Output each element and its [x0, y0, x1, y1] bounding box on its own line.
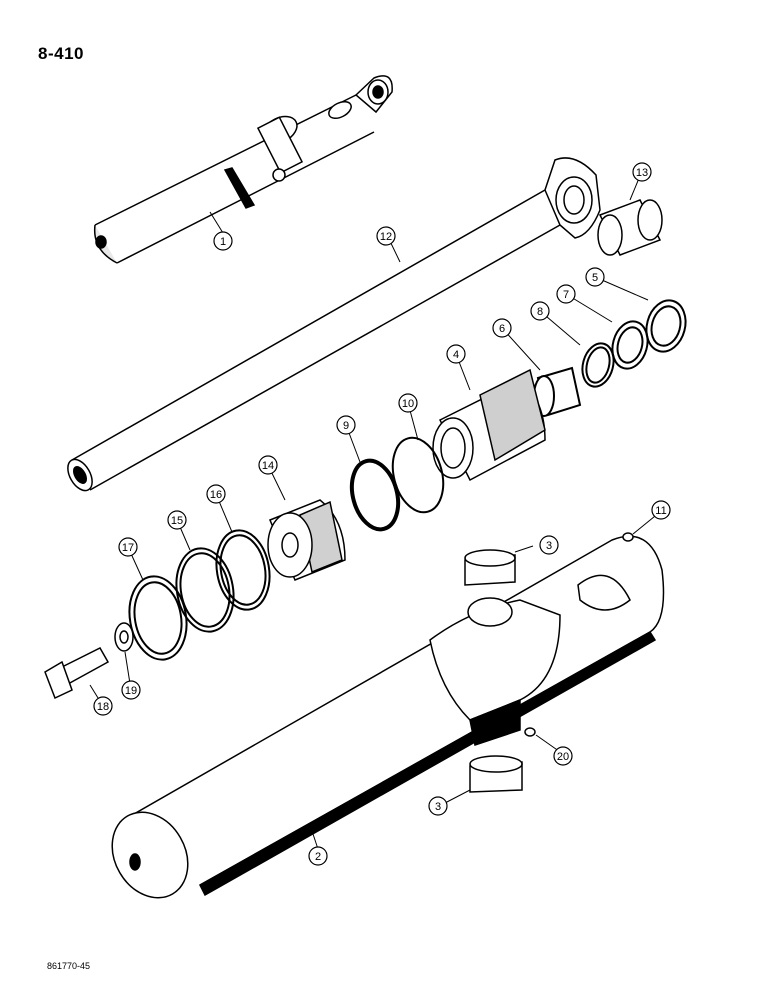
callout-label: 6 [499, 323, 505, 335]
callout-circle [93, 696, 113, 716]
callout-circle [632, 162, 652, 182]
callout-11: 11 [651, 500, 671, 520]
callout-label: 2 [315, 851, 321, 863]
callout-circle [553, 746, 573, 766]
callout-15: 15 [167, 510, 187, 530]
callout-circle [530, 301, 550, 321]
assembled-cylinder [93, 75, 393, 264]
callout-circle [539, 535, 559, 555]
callout-circle [118, 537, 138, 557]
callout-label: 11 [655, 505, 666, 517]
callout-16: 16 [206, 484, 226, 504]
callout-2: 2 [308, 846, 328, 866]
callout-circle [308, 846, 328, 866]
callout-circle [428, 796, 448, 816]
callout-label: 1 [220, 236, 226, 248]
callout-circle [258, 455, 278, 475]
callout-label: 18 [97, 701, 109, 713]
callouts: 1 12 13 5 7 8 6 4 10 9 14 16 15 17 3 11 … [93, 162, 671, 866]
barrel-bushings [464, 549, 523, 793]
callout-17: 17 [118, 537, 138, 557]
callout-circle [167, 510, 187, 530]
callout-circle [585, 267, 605, 287]
grease-fittings [524, 532, 634, 737]
callout-3-top: 3 [539, 535, 559, 555]
callout-label: 12 [380, 231, 392, 243]
callout-circle [206, 484, 226, 504]
piston [267, 499, 346, 581]
callout-18: 18 [93, 696, 113, 716]
callout-1: 1 [213, 231, 233, 251]
callout-9: 9 [336, 415, 356, 435]
callout-12: 12 [376, 226, 396, 246]
callout-circle [213, 231, 233, 251]
callout-label: 15 [171, 515, 183, 527]
callout-label: 3 [435, 801, 441, 813]
figure-number: 861770-45 [47, 961, 91, 971]
callout-label: 20 [557, 751, 569, 763]
callout-circle [651, 500, 671, 520]
piston-rod [67, 157, 601, 492]
callout-label: 13 [636, 167, 648, 179]
callout-7: 7 [556, 284, 576, 304]
callout-10: 10 [398, 393, 418, 413]
callout-label: 4 [453, 349, 459, 361]
callout-circle [376, 226, 396, 246]
callout-3-bottom: 3 [428, 796, 448, 816]
callout-5: 5 [585, 267, 605, 287]
callout-label: 19 [125, 685, 137, 697]
callout-circle [556, 284, 576, 304]
callout-4: 4 [446, 344, 466, 364]
callout-8: 8 [530, 301, 550, 321]
page-number: 8-410 [38, 44, 84, 63]
callout-label: 16 [210, 489, 222, 501]
rod-seals [533, 299, 687, 417]
callout-13: 13 [632, 162, 652, 182]
callout-label: 14 [262, 460, 274, 472]
callout-circle [446, 344, 466, 364]
callout-label: 3 [546, 540, 552, 552]
callout-19: 19 [121, 680, 141, 700]
callout-6: 6 [492, 318, 512, 338]
callout-label: 7 [563, 289, 569, 301]
callout-circle [336, 415, 356, 435]
callout-circle [492, 318, 512, 338]
bolt-and-washer [44, 622, 134, 700]
o-rings [349, 436, 445, 532]
gland [432, 368, 546, 482]
piston-rings [128, 529, 271, 661]
callout-label: 10 [402, 398, 414, 410]
callout-label: 8 [537, 306, 543, 318]
callout-label: 5 [592, 272, 598, 284]
callout-label: 9 [343, 420, 349, 432]
rod-bushing [597, 199, 663, 256]
callout-20: 20 [553, 746, 573, 766]
callout-14: 14 [258, 455, 278, 475]
cylinder-barrel [111, 535, 665, 899]
callout-circle [121, 680, 141, 700]
callout-label: 17 [122, 542, 134, 554]
callout-circle [398, 393, 418, 413]
